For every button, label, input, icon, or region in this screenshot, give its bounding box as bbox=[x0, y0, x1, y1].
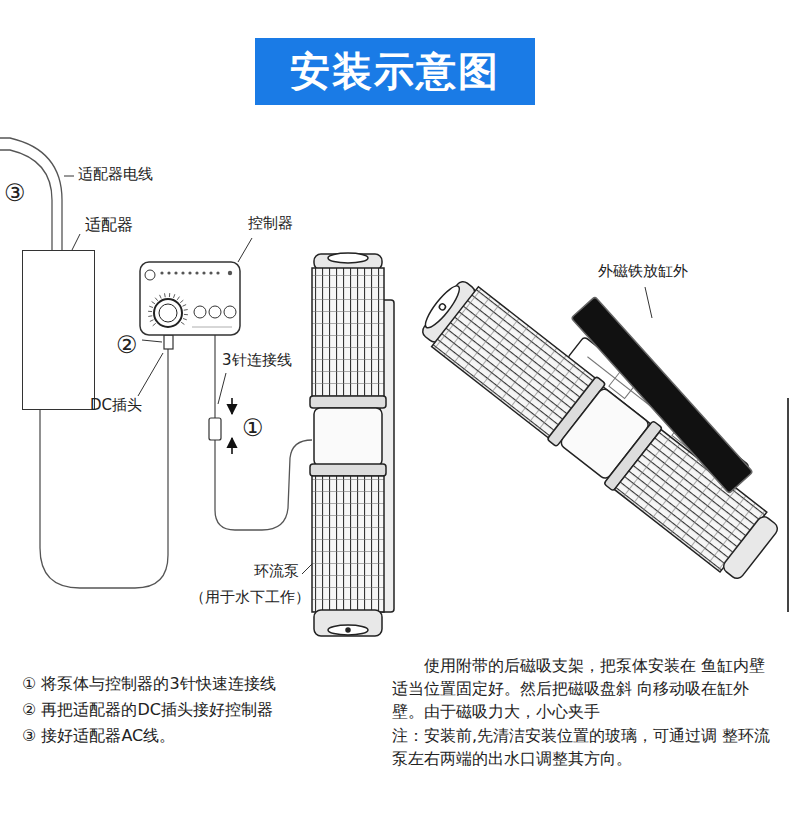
connector bbox=[209, 418, 221, 440]
mounted-pump bbox=[412, 252, 790, 586]
node-label: 适配器 bbox=[85, 215, 133, 236]
magnet bbox=[571, 297, 753, 494]
edge-line bbox=[787, 398, 789, 612]
arrow bbox=[231, 398, 233, 414]
note-text: 注：安装前,先清洁安装位置的玻璃，可通过调 整环流泵左右两端的出水口调整其方向。 bbox=[392, 724, 777, 770]
part-label: 环流泵 bbox=[254, 562, 299, 582]
callout-number: ① bbox=[242, 413, 264, 444]
title-banner: 安装示意图 bbox=[255, 38, 535, 105]
step-text: ① 将泵体与控制器的3针快速连接线 bbox=[22, 674, 276, 695]
step-text: ② 再把适配器的DC插头接好控制器 bbox=[22, 700, 273, 721]
adapter-box: 适配器 bbox=[22, 250, 95, 410]
part-label: 外磁铁放缸外 bbox=[598, 262, 688, 282]
pump bbox=[310, 253, 394, 636]
controller bbox=[140, 262, 240, 335]
note-text: 使用附带的后磁吸支架，把泵体安装在 鱼缸内壁适当位置固定好。然后把磁吸盘斜 向移… bbox=[392, 654, 777, 724]
title: 安装示意图 bbox=[290, 44, 500, 99]
part-label: 适配器电线 bbox=[78, 165, 153, 185]
cables bbox=[0, 138, 312, 588]
arrow bbox=[231, 438, 233, 454]
part-label: （用于水下工作） bbox=[190, 588, 310, 608]
callout-number: ② bbox=[116, 330, 138, 361]
step-text: ③ 接好适配器AC线。 bbox=[22, 726, 175, 747]
part-label: 控制器 bbox=[248, 214, 293, 234]
part-label: DC插头 bbox=[90, 396, 142, 416]
callout-number: ③ bbox=[4, 178, 26, 209]
part-label: 3针连接线 bbox=[222, 351, 292, 371]
dc-plug bbox=[164, 335, 173, 349]
